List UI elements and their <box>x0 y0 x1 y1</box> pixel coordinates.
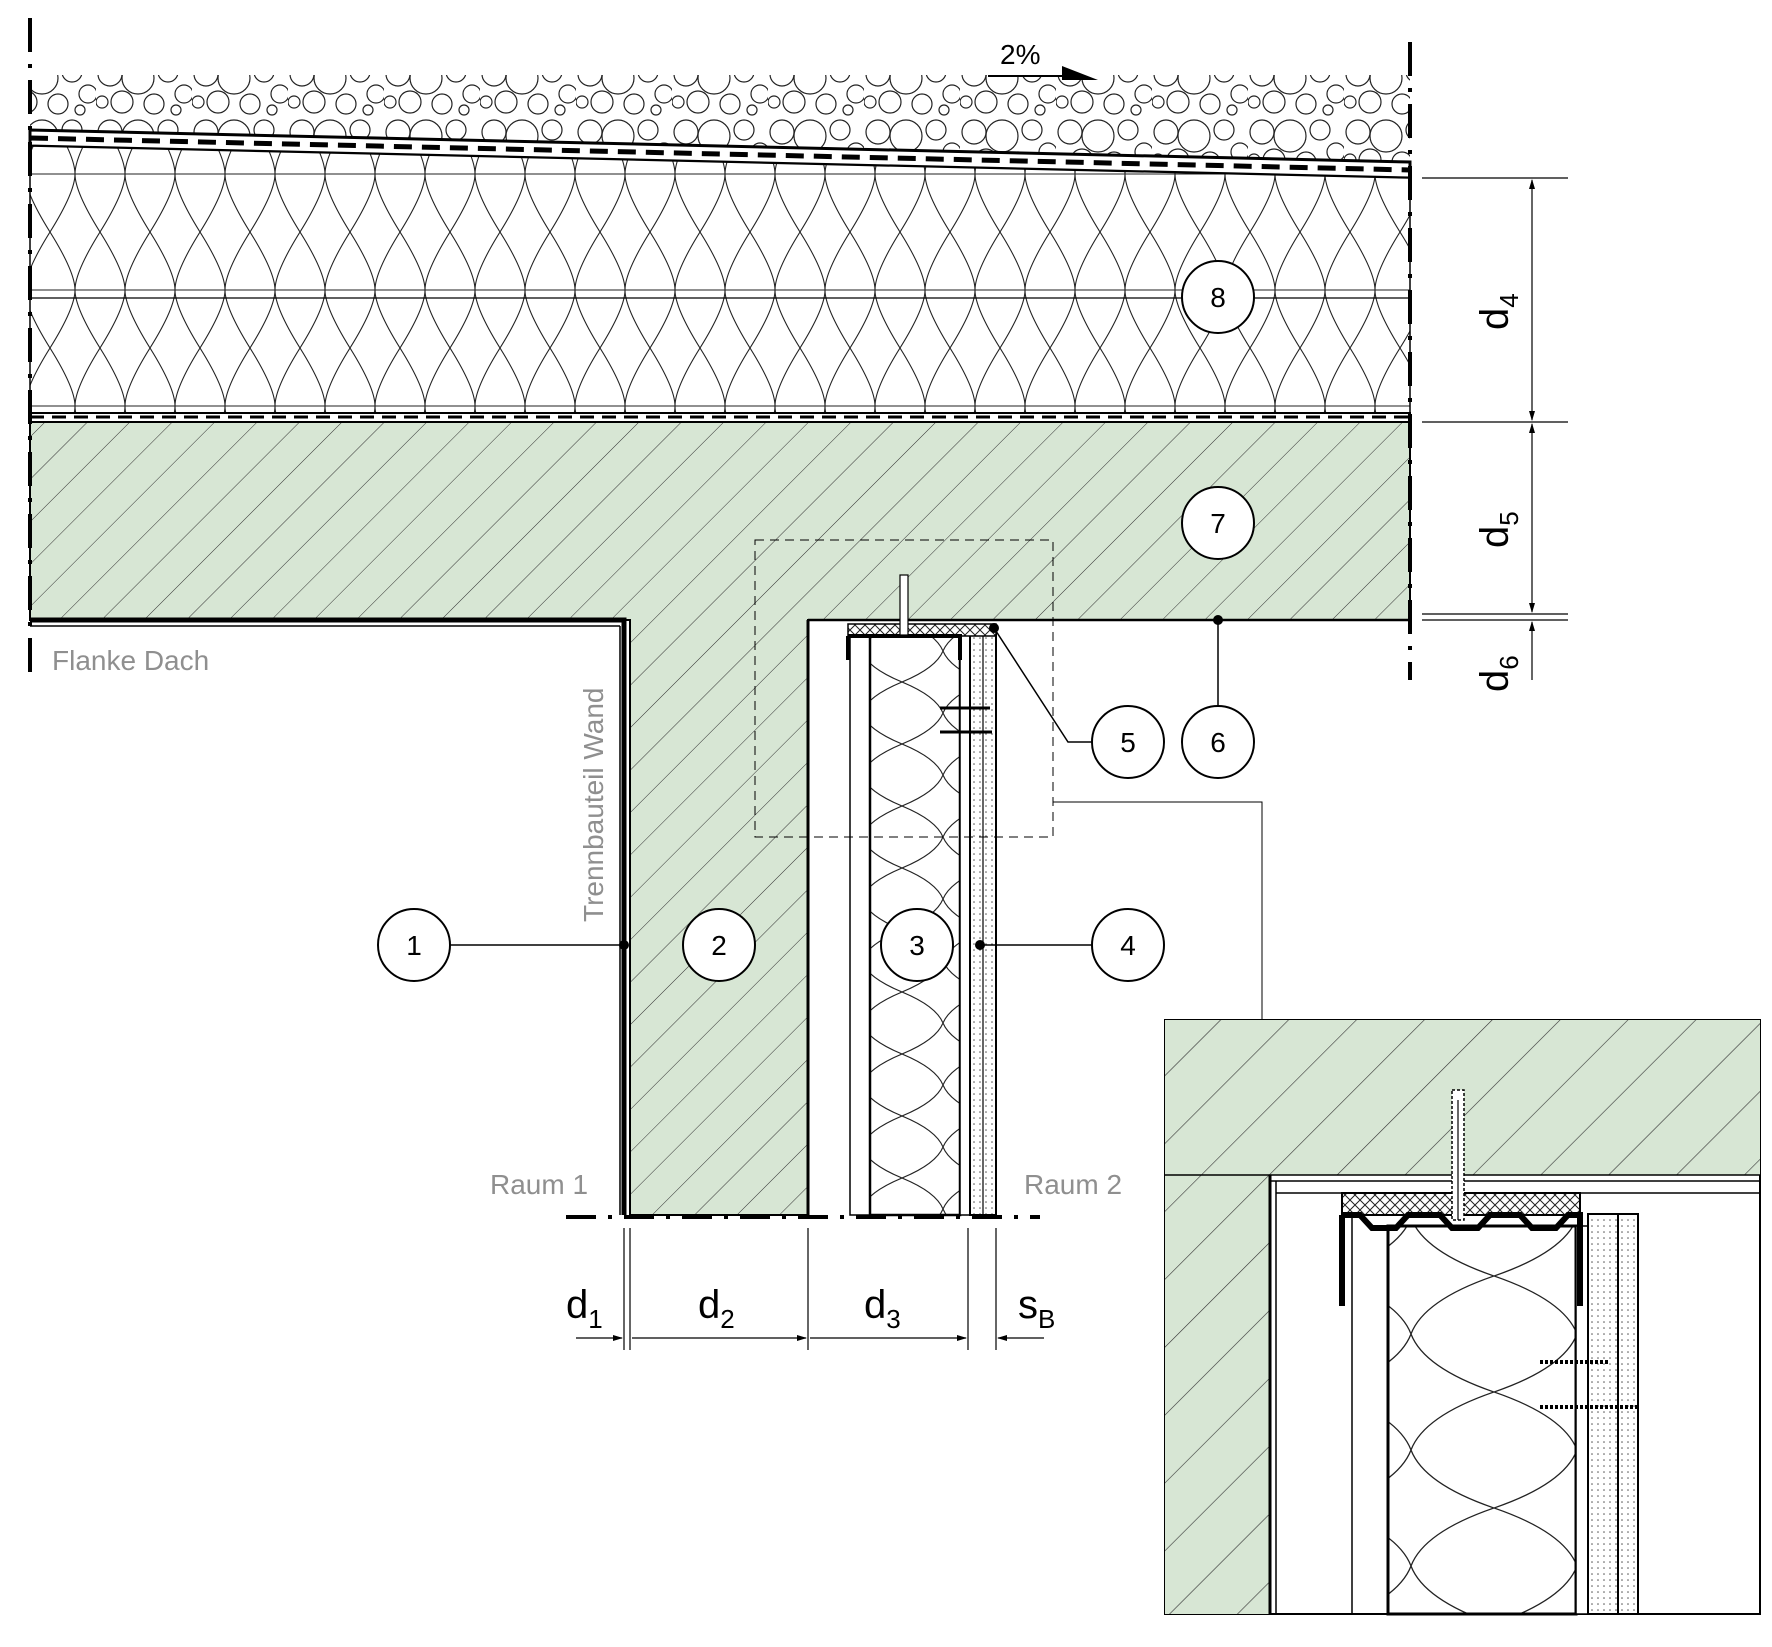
break-lines <box>28 18 1412 1219</box>
slope-indicator: 2% <box>988 39 1098 80</box>
callout-4: 4 <box>975 908 1165 982</box>
callout-7-number: 7 <box>1210 508 1226 539</box>
separating-element-label: Trennbauteil Wand <box>578 688 609 923</box>
lining-wall <box>846 574 999 1217</box>
roof-gravel-layer <box>30 75 1410 162</box>
room2-label: Raum 2 <box>1024 1169 1122 1200</box>
room1-label: Raum 1 <box>490 1169 588 1200</box>
callout-2-number: 2 <box>711 930 727 961</box>
dim-d2: d2 <box>698 1283 735 1334</box>
bottom-dimension-lines <box>576 1228 1044 1350</box>
dim-d6: d6 <box>1473 655 1524 692</box>
callout-5: 5 <box>993 627 1165 779</box>
dim-d4: d4 <box>1473 293 1524 330</box>
zoom-leader <box>1053 801 1263 1020</box>
callout-8: 8 <box>1181 260 1255 334</box>
dim-d5: d5 <box>1473 511 1524 548</box>
dim-d1: d1 <box>566 1283 603 1334</box>
callout-5-number: 5 <box>1120 727 1136 758</box>
callout-7: 7 <box>1181 486 1255 560</box>
callout-2: 2 <box>682 908 756 982</box>
detail-frame <box>754 539 1054 838</box>
callout-6: 6 <box>1181 615 1255 779</box>
callout-3-number: 3 <box>909 930 925 961</box>
flank-label: Flanke Dach <box>52 645 209 676</box>
callout-1: 1 <box>377 908 629 982</box>
callout-8-number: 8 <box>1210 282 1226 313</box>
slope-label: 2% <box>1000 39 1040 70</box>
zoom-detail <box>1164 1019 1761 1616</box>
callout-3: 3 <box>880 908 954 982</box>
callout-1-number: 1 <box>406 930 422 961</box>
right-dimension-lines <box>1422 177 1568 680</box>
dim-d3: d3 <box>864 1283 901 1334</box>
vapour-barrier <box>29 412 1411 423</box>
callout-4-number: 4 <box>1120 930 1136 961</box>
dim-sB: sB <box>1018 1283 1055 1334</box>
callout-6-number: 6 <box>1210 727 1226 758</box>
